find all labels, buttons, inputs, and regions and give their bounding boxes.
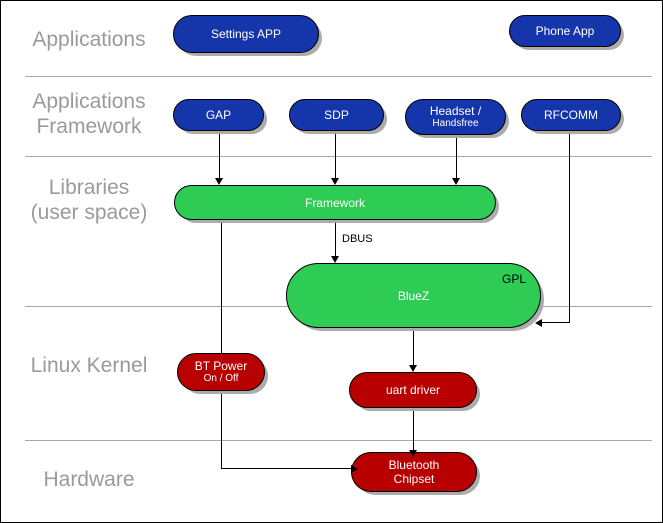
layer-label-applications-framework: Applications Framework bbox=[32, 90, 146, 138]
edge-framework-to-chipset-arrow bbox=[351, 465, 358, 473]
node-framework-label: Framework bbox=[304, 195, 365, 210]
node-settings-app-label: Settings APP bbox=[210, 27, 282, 41]
edge-headset-to-framework-line bbox=[456, 131, 457, 179]
node-bluetooth-chipset-label: Bluetooth bbox=[388, 458, 440, 472]
node-bt-power-label: BT Power bbox=[194, 359, 248, 373]
edge-uart-to-chipset-line bbox=[413, 407, 414, 453]
layer-label-linux-kernel: Linux Kernel bbox=[30, 354, 148, 377]
edge-rfcomm-to-bluez-hline bbox=[542, 322, 570, 323]
node-headset-handsfree-sublabel: Handsfree bbox=[432, 118, 479, 129]
edge-bluez-to-uart-line bbox=[413, 328, 414, 368]
edge-sdp-to-framework-arrow bbox=[331, 178, 339, 185]
node-headset-handsfree[interactable]: Headset / Handsfree bbox=[405, 99, 506, 135]
node-bluetooth-chipset[interactable]: Bluetooth Chipset bbox=[351, 452, 477, 492]
layer-label-libraries: Libraries (user space) bbox=[30, 176, 148, 224]
layer-label-hardware: Hardware bbox=[43, 468, 135, 491]
edge-sdp-to-framework-line bbox=[335, 131, 336, 179]
divider-kernel-hardware bbox=[25, 440, 652, 441]
node-gap[interactable]: GAP bbox=[173, 99, 264, 131]
edge-gap-to-framework-arrow bbox=[215, 178, 223, 185]
node-bluez-gpl-tag: GPL bbox=[501, 272, 526, 286]
edge-framework-to-chipset-hline bbox=[221, 468, 354, 469]
edge-bluez-to-uart-arrow bbox=[409, 365, 417, 372]
divider-framework-libraries bbox=[25, 156, 652, 157]
edge-uart-to-chipset-arrow bbox=[409, 450, 417, 457]
node-sdp-label: SDP bbox=[324, 108, 349, 122]
edge-framework-to-chipset-vline bbox=[221, 219, 222, 468]
node-bluez[interactable]: GPL BlueZ bbox=[286, 263, 541, 328]
node-bt-power-sublabel: On / Off bbox=[203, 373, 239, 384]
edge-headset-to-framework-arrow bbox=[452, 178, 460, 185]
layer-label-applications: Applications bbox=[32, 28, 146, 51]
node-rfcomm-label: RFCOMM bbox=[544, 108, 598, 122]
node-headset-handsfree-label: Headset / bbox=[429, 104, 482, 118]
node-uart-driver-label: uart driver bbox=[385, 383, 441, 397]
node-settings-app[interactable]: Settings APP bbox=[173, 15, 319, 53]
edge-gap-to-framework-line bbox=[219, 131, 220, 179]
node-sdp[interactable]: SDP bbox=[289, 99, 384, 131]
node-bluetooth-chipset-sublabel: Chipset bbox=[393, 472, 435, 486]
node-framework[interactable]: Framework bbox=[174, 185, 496, 220]
edge-framework-to-bluez-line bbox=[335, 219, 336, 259]
edge-rfcomm-to-bluez-arrow bbox=[535, 319, 542, 327]
node-phone-app[interactable]: Phone App bbox=[509, 15, 621, 47]
edge-rfcomm-to-bluez-vline bbox=[569, 131, 570, 323]
edge-label-dbus: DBUS bbox=[342, 233, 373, 245]
divider-applications-framework bbox=[25, 76, 652, 77]
edge-framework-to-bluez-arrow bbox=[331, 256, 339, 263]
node-rfcomm[interactable]: RFCOMM bbox=[521, 99, 621, 131]
node-bluez-label: BlueZ bbox=[397, 288, 430, 303]
node-phone-app-label: Phone App bbox=[535, 24, 595, 38]
node-bt-power[interactable]: BT Power On / Off bbox=[177, 353, 265, 391]
node-uart-driver[interactable]: uart driver bbox=[349, 372, 477, 408]
node-gap-label: GAP bbox=[205, 108, 232, 122]
